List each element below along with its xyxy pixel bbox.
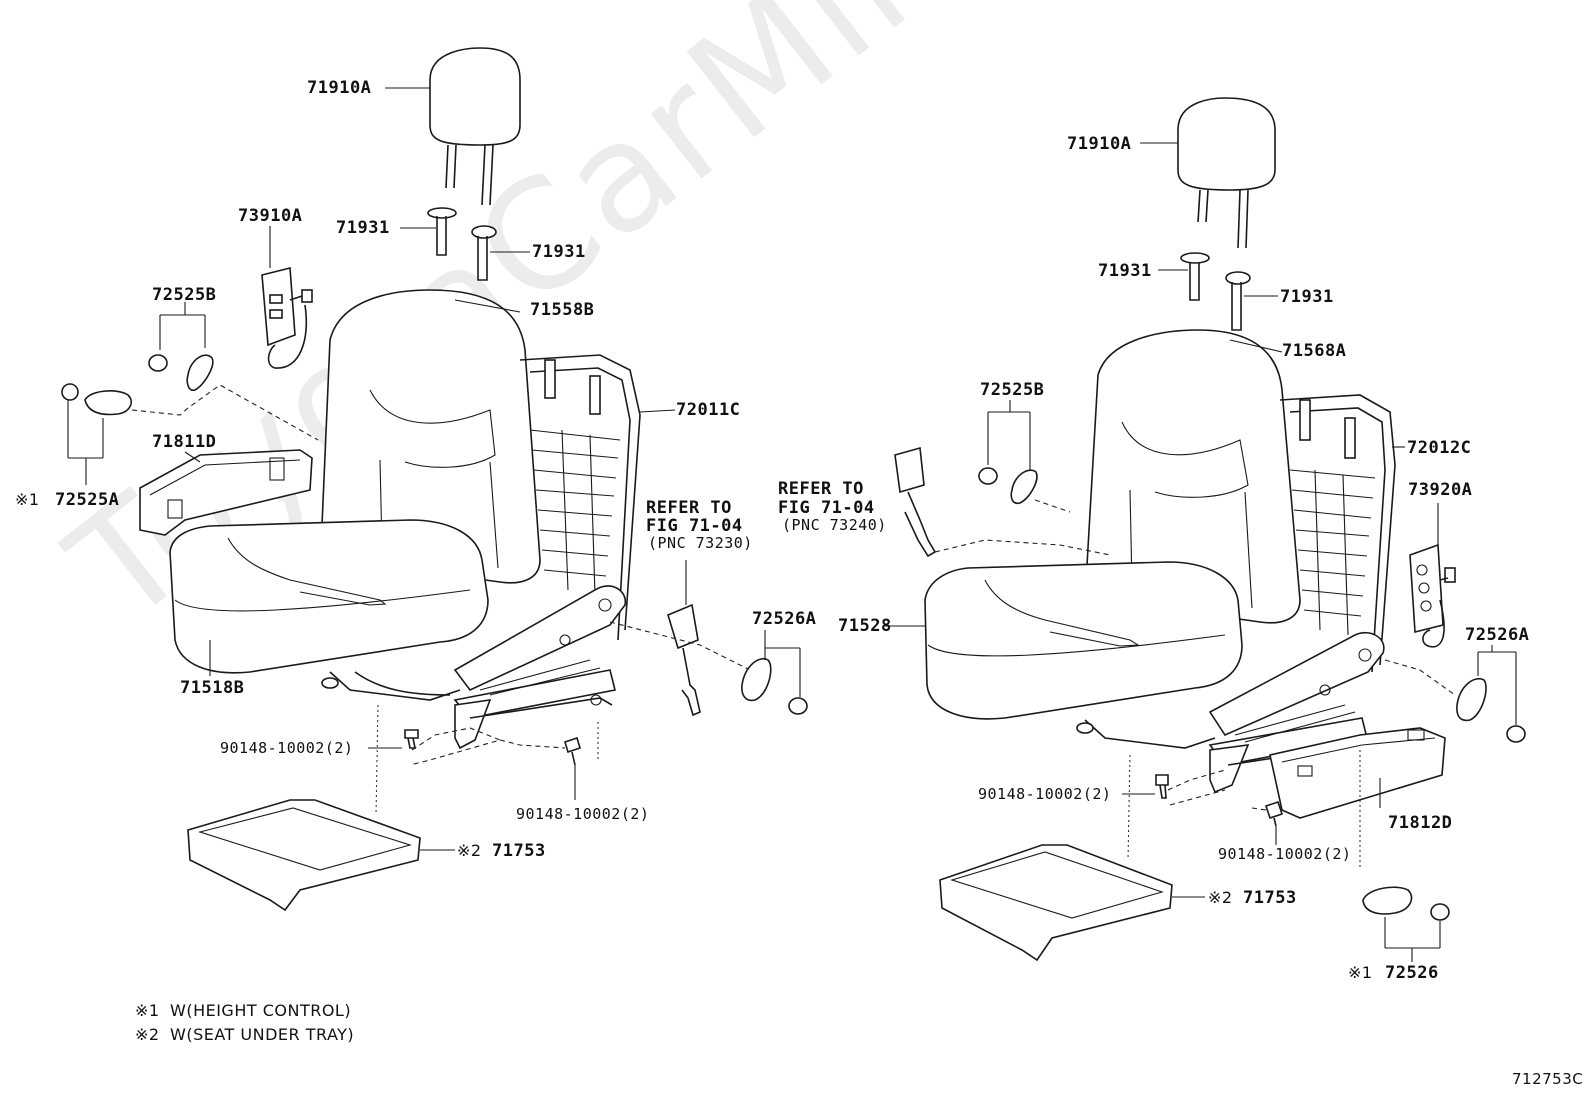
right-headrest: [1140, 97, 1276, 249]
label-right-refer-1: REFER TO: [778, 479, 864, 499]
note-mark-1: ※1: [135, 1001, 160, 1020]
label-right-tray: 71753: [1243, 888, 1297, 908]
label-right-switch: 73920A: [1408, 480, 1473, 500]
right-cover: [1362, 886, 1450, 962]
label-right-cushion: 71528: [838, 616, 892, 636]
label-left-bolt-2: 90148-10002(2): [516, 805, 650, 823]
note-text-2: W(SEAT UNDER TRAY): [170, 1025, 355, 1044]
right-recliner-cover: [1384, 645, 1526, 743]
left-bolts: [368, 704, 599, 816]
label-left-tray-mark: ※2: [457, 841, 482, 860]
label-left-cover-set: 72525A: [55, 490, 120, 510]
label-left-recliner-cover: 72526A: [752, 609, 817, 629]
left-seatbelt: [609, 560, 751, 717]
left-knob-set: [148, 302, 214, 392]
right-shield: [1269, 727, 1446, 819]
label-right-shield: 71812D: [1388, 813, 1453, 833]
note-mark-2: ※2: [135, 1025, 160, 1044]
label-right-refer-3: (PNC 73240): [782, 516, 887, 534]
left-tray: [187, 799, 455, 912]
label-right-support-2: 71931: [1280, 287, 1334, 307]
right-cushion: [885, 561, 1243, 749]
label-left-refer-2: FIG 71-04: [646, 516, 743, 536]
label-right-bolt-1: 90148-10002(2): [978, 785, 1112, 803]
right-knob-set: [978, 400, 1071, 513]
label-left-support-2: 71931: [532, 242, 586, 262]
label-right-recliner-cover: 72526A: [1465, 625, 1530, 645]
figure-id: 712753C: [1512, 1070, 1584, 1088]
label-left-refer-3: (PNC 73230): [648, 534, 753, 552]
note-text-1: W(HEIGHT CONTROL): [170, 1001, 352, 1020]
right-headrest-supports: [1158, 252, 1278, 331]
label-right-tray-mark: ※2: [1208, 888, 1233, 907]
label-right-cover-mark: ※1: [1348, 963, 1373, 982]
label-left-cushion: 71518B: [180, 678, 245, 698]
left-frame: [519, 354, 676, 641]
right-tray: [939, 844, 1205, 962]
label-right-bolt-2: 90148-10002(2): [1218, 845, 1352, 863]
label-left-shield: 71811D: [152, 432, 217, 452]
right-rail: [1208, 631, 1385, 794]
label-left-frame: 72011C: [676, 400, 741, 420]
label-right-refer-2: FIG 71-04: [778, 498, 875, 518]
label-left-tray: 71753: [492, 841, 546, 861]
right-switch: [1409, 503, 1456, 648]
left-switch: [261, 226, 313, 369]
label-right-frame: 72012C: [1407, 438, 1472, 458]
label-left-seatback-cover: 71558B: [530, 300, 595, 320]
label-left-refer-1: REFER TO: [646, 498, 732, 518]
label-left-bolt-1: 90148-10002(2): [220, 739, 354, 757]
left-headrest: [385, 47, 521, 206]
left-recliner-cover: [741, 630, 808, 715]
label-left-support-1: 71931: [336, 218, 390, 238]
label-right-knob-set: 72525B: [980, 380, 1045, 400]
right-bolts: [1122, 750, 1361, 870]
label-right-headrest: 71910A: [1067, 134, 1132, 154]
left-rail: [354, 585, 626, 750]
label-right-seatback-cover: 71568A: [1282, 341, 1347, 361]
right-seatbelt: [894, 446, 1111, 558]
left-cover-set: [61, 383, 319, 485]
label-left-switch: 73910A: [238, 206, 303, 226]
left-headrest-supports: [400, 207, 530, 281]
left-cushion: [169, 519, 489, 701]
left-shield: [139, 449, 313, 536]
right-frame: [1279, 394, 1405, 673]
label-right-support-1: 71931: [1098, 261, 1152, 281]
label-left-headrest: 71910A: [307, 78, 372, 98]
label-left-knob-set: 72525B: [152, 285, 217, 305]
label-left-cover-mark: ※1: [15, 490, 40, 509]
label-right-cover: 72526: [1385, 963, 1439, 983]
